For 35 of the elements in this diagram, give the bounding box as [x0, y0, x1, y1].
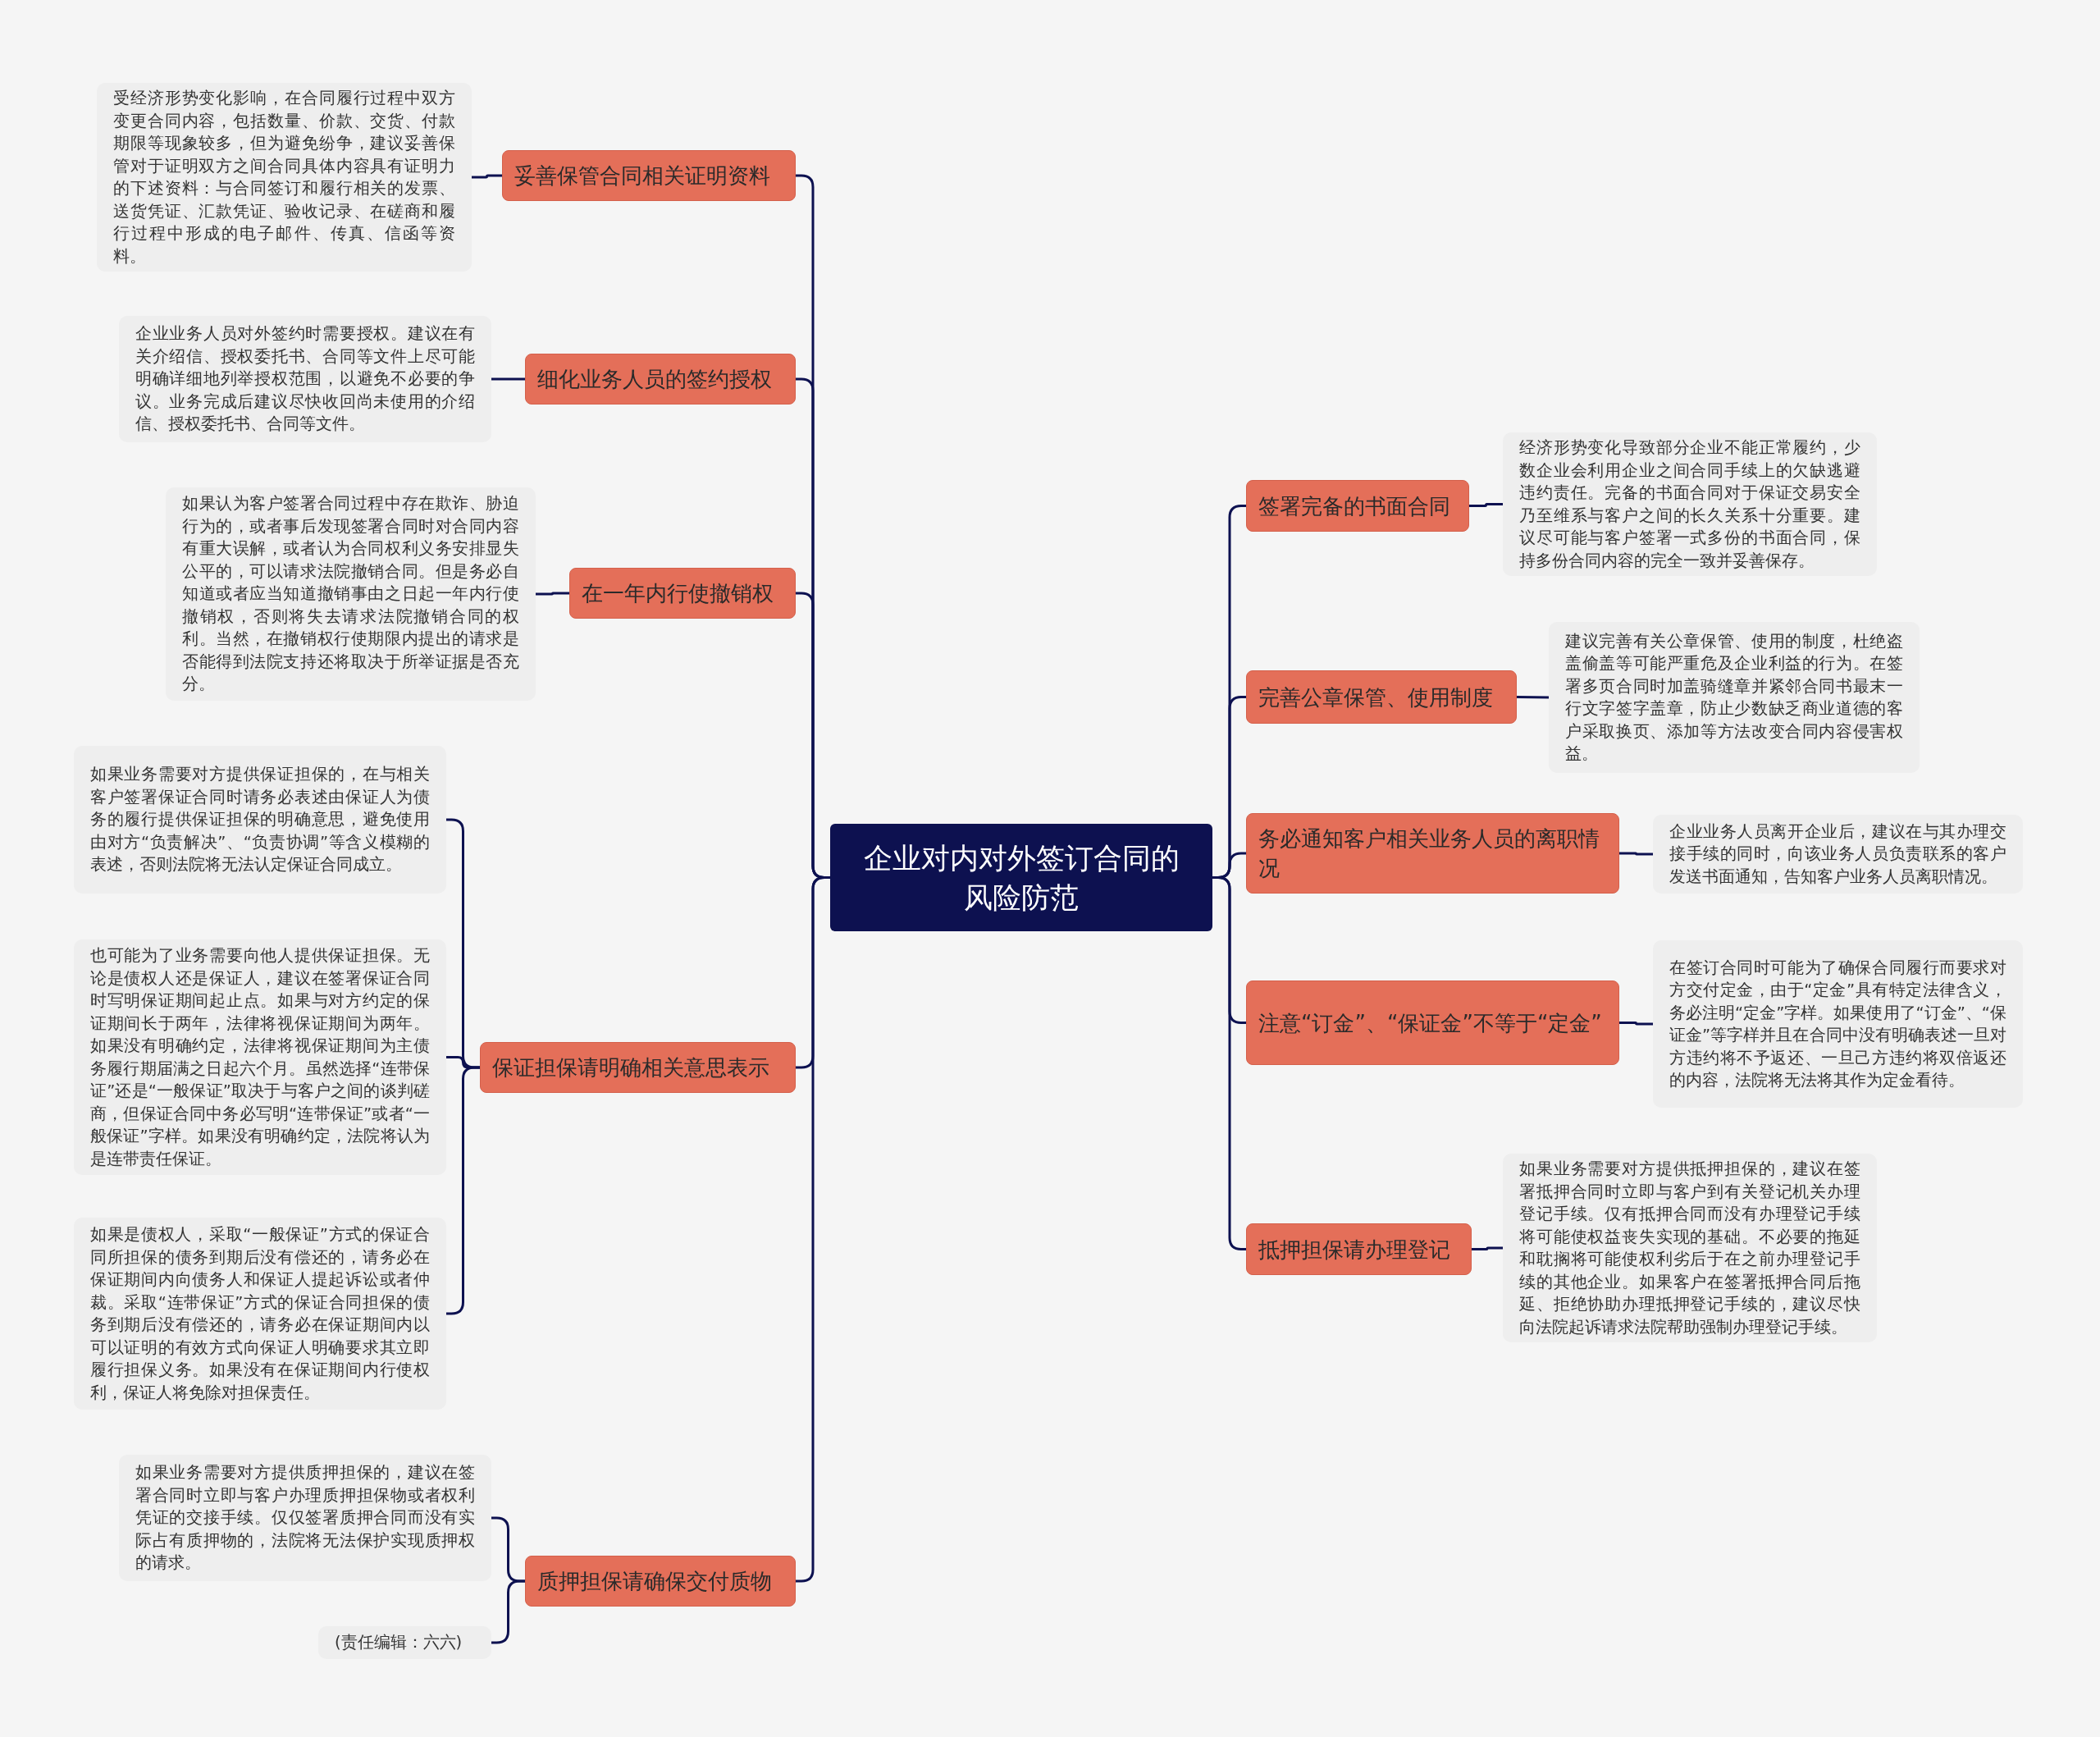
note-box: 经济形势变化导致部分企业不能正常履约，少数企业会利用企业之间合同手续上的欠缺逃避违约责任。完备的书面合同对于保证交易安全乃至维系与客户之间的长久关系十分重要。建议尽可能与客户签署一式多份的书面合同，保持多份合同内容的完全一致并妥善保存。 [1503, 432, 1877, 576]
note-box: 也可能为了业务需要向他人提供保证担保。无论是债权人还是保证人，建议在签署保证合同时写明保证期间起止点。如果与对方约定的保证期间长于两年，法律将视保证期间为两年。如果没有明确约定，法律将视保证期间为主债务履行期届满之日起六个月。虽然选择“连带保证”还是“一般保证”取决于与客户之间的谈判磋商，但保证合同中务必写明“连带保证”或者“一般保证”字样。如果没有明确约定，法院将认为是连带责任保证。 [74, 939, 446, 1175]
connector-line [536, 592, 569, 596]
connector-line [491, 377, 525, 381]
note-box: 受经济形势变化影响，在合同履行过程中双方变更合同内容，包括数量、价款、交货、付款期限等现象较多，但为避免纷争，建议妥善保管对于证明双方之间合同具体内容具有证明力的下述资料：与合同签订和履行相关的发票、送货凭证、汇款凭证、验收记录、在磋商和履行过程中形成的电子邮件、传真、信函等资料。 [97, 83, 472, 272]
connector-line [1212, 876, 1246, 1250]
topic-box: 质押担保请确保交付质物 [525, 1556, 796, 1607]
connector-line [1619, 1022, 1653, 1026]
connector-line [1469, 503, 1503, 507]
connector-line [1619, 852, 1653, 856]
topic-box: 细化业务人员的签约授权 [525, 354, 796, 405]
connector-line [446, 1066, 480, 1315]
connector-line [1472, 1246, 1503, 1250]
note-box: 如果是债权人，采取“一般保证”方式的保证合同所担保的债务到期后没有偿还的，请务必在保证期间内向债务人和保证人提起诉讼或者仲裁。采取“连带保证”方式的保证合同担保的债务到期后没有偿还的，请务必在保证期间内以可以证明的有效方式向保证人明确要求其立即履行担保义务。如果没有在保证期间内行使权利，保证人将免除对担保责任。 [74, 1218, 446, 1410]
topic-box: 在一年内行使撤销权 [569, 568, 796, 619]
topic-box: 签署完备的书面合同 [1246, 480, 1469, 532]
connector-line [491, 1579, 525, 1644]
note-box: 如果认为客户签署合同过程中存在欺诈、胁迫行为的，或者事后发现签署合同时对合同内容有重大误解，或者认为合同权利义务安排显失公平的，可以请求法院撤销合同。但是务必自知道或者应当知道撤销事由之日起一年内行使撤销权，否则将失去请求法院撤销合同的权利。当然，在撤销权行使期限内提出的请求是否能得到法院支持还将取决于所举证据是否充分。 [166, 487, 536, 701]
note-box: 企业业务人员离开企业后，建议在与其办理交接手续的同时，向该业务人员负责联系的客户发送书面通知，告知客户业务人员离职情况。 [1653, 815, 2023, 894]
connector-line [1516, 696, 1550, 699]
topic-box: 保证担保请明确相关意思表示 [480, 1042, 796, 1093]
note-box: (责任编辑：六六) [318, 1626, 491, 1659]
topic-box: 妥善保管合同相关证明资料 [502, 150, 796, 201]
note-box: 企业业务人员对外签约时需要授权。建议在有关介绍信、授权委托书、合同等文件上尽可能明确详细地列举授权范围，以避免不必要的争议。业务完成后建议尽快收回尚未使用的介绍信、授权委托书、合同等文件。 [119, 316, 491, 442]
topic-box: 务必通知客户相关业务人员的离职情况 [1246, 813, 1619, 894]
note-box: 如果业务需要对方提供质押担保的，建议在签署合同时立即与客户办理质押担保物或者权利凭证的交接手续。仅仅签署质押合同而没有实际占有质押物的，法院将无法保护实现质押权的请求。 [119, 1455, 491, 1581]
note-box: 如果业务需要对方提供抵押担保的，建议在签署抵押合同时立即与客户到有关登记机关办理登记手续。仅有抵押合同而没有办理登记手续将可能使权益丧失实现的基础。不必要的拖延和耽搁将可能使权利劣后于在之前办理登记手续的其他企业。如果客户在签署抵押合同后拖延、拒绝协助办理抵押登记手续的，建议尽快向法院起诉请求法院帮助强制办理登记手续。 [1503, 1154, 1877, 1342]
central-topic-box: 企业对内对外签订合同的风险防范 [830, 824, 1212, 931]
connector-line [472, 174, 502, 179]
note-box: 如果业务需要对方提供保证担保的，在与相关客户签署保证合同时请务必表述由保证人为债务的履行提供保证担保的明确意思，避免使用由对方“负责解决”、“负责协调”等含义模糊的表述，否则法院将无法认定保证合同成立。 [74, 746, 446, 894]
topic-box: 抵押担保请办理登记 [1246, 1223, 1472, 1275]
note-box: 在签订合同时可能为了确保合同履行而要求对方交付定金，由于“定金”具有特定法律含义，务必注明“定金”字样。如果使用了“订金”、“保证金”等字样并且在合同中没有明确表述一旦对方违约将不予返还、一旦己方违约将双倍返还的内容，法院将无法将其作为定金看待。 [1653, 940, 2023, 1108]
topic-box: 注意“订金”、“保证金”不等于“定金” [1246, 980, 1619, 1065]
topic-box: 完善公章保管、使用制度 [1246, 670, 1517, 724]
note-box: 建议完善有关公章保管、使用的制度，杜绝盗盖偷盖等可能严重危及企业利益的行为。在签署多页合同时加盖骑缝章并紧邻合同书最末一行文字签字盖章，防止少数缺乏商业道德的客户采取换页、添加等方法改变合同内容侵害权益。 [1549, 622, 1920, 773]
